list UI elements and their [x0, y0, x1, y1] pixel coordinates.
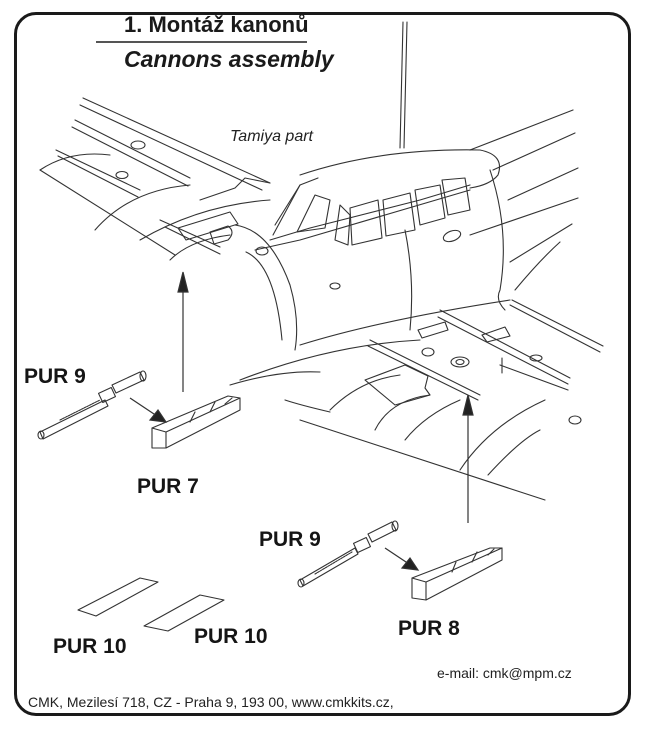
- part-label-pur9-right: PUR 9: [259, 528, 321, 551]
- left-wing: [40, 98, 270, 260]
- part-label-pur7: PUR 7: [137, 475, 199, 498]
- arrow-pur9-to-pur8-icon: [402, 558, 418, 570]
- title-underline: [96, 41, 307, 43]
- pur8-insert: [412, 548, 502, 600]
- pur9-right-cannon: [298, 521, 398, 587]
- step-title-english: Cannons assembly: [124, 46, 334, 72]
- arrow-pur9-to-pur7-icon: [150, 410, 166, 422]
- assembly-arrows: [130, 272, 473, 570]
- arrow-up-right-icon: [463, 395, 473, 415]
- part-label-pur8: PUR 8: [398, 617, 460, 640]
- part-label-pur10-right: PUR 10: [194, 625, 268, 648]
- right-wing: [230, 300, 603, 500]
- part-label-pur10-left: PUR 10: [53, 635, 127, 658]
- fuselage: [235, 22, 578, 350]
- step-title-czech: 1. Montáž kanonů: [124, 12, 309, 37]
- company-address: CMK, Mezilesí 718, CZ - Praha 9, 193 00,…: [28, 694, 394, 710]
- arrow-up-left-icon: [178, 272, 188, 292]
- pur10-panels: [78, 578, 224, 631]
- part-label-pur9-left: PUR 9: [24, 365, 86, 388]
- instruction-sheet-frame: [14, 12, 631, 716]
- pur7-insert: [152, 396, 240, 448]
- tamiya-part-note: Tamiya part: [230, 128, 313, 145]
- pur9-left-cannon: [38, 371, 146, 439]
- contact-email: e-mail: cmk@mpm.cz: [437, 665, 572, 681]
